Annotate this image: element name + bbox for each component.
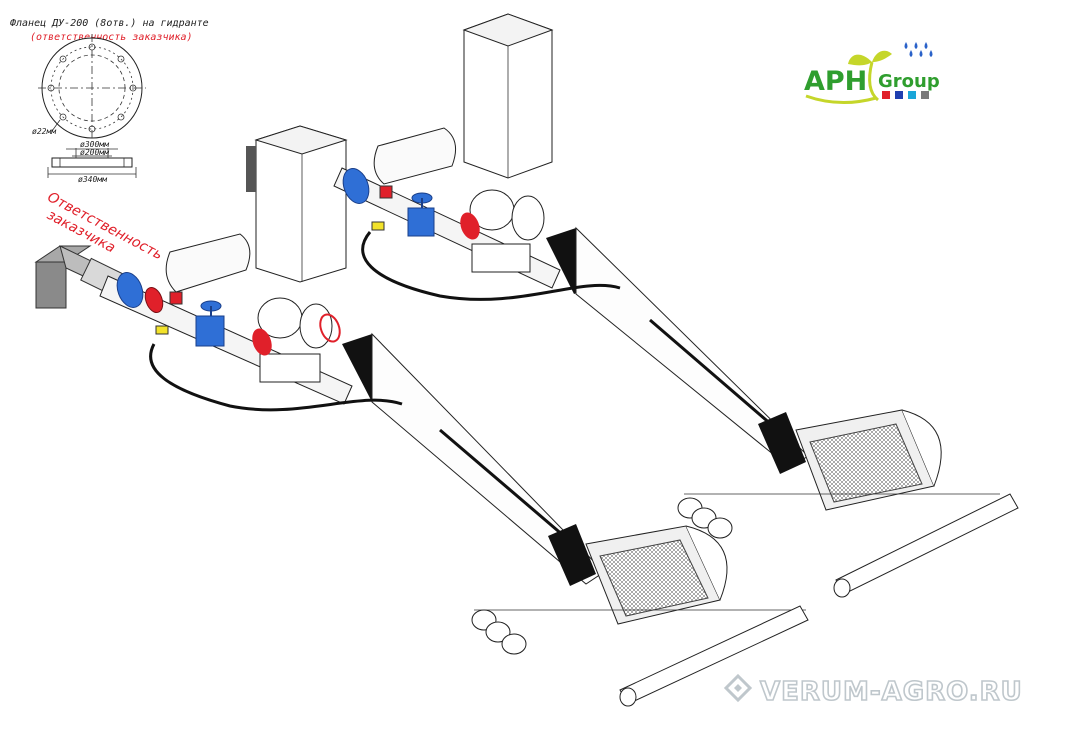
flange-dim-340: ø340мм: [78, 175, 108, 184]
blue-flange-valve-2: [342, 168, 370, 204]
control-cabinet-1: [246, 125, 348, 283]
gate-valve-1: [195, 300, 225, 347]
aph-group-logo: APH Group: [804, 42, 940, 105]
intake-screen-2: [677, 409, 1019, 598]
gate-valve-2: [407, 192, 435, 237]
control-cabinet-2: [462, 13, 554, 179]
logo-square-cyan: [908, 91, 916, 99]
pump-unit-2: [333, 13, 1019, 598]
logo-square-blue: [895, 91, 903, 99]
suction-hose-1: [342, 332, 605, 586]
watermark-text: VERUM-AGRO.RU: [760, 677, 1023, 707]
power-cable-2: [361, 231, 621, 301]
flange-dim-200: ø200мм: [80, 148, 110, 157]
verum-agro-watermark: VERUM-AGRO.RU: [723, 673, 1023, 708]
sensor-block-1: [155, 291, 183, 335]
flange-subtitle: (ответственность заказчика): [30, 32, 193, 43]
diamond-logo-icon: [723, 673, 753, 703]
logo-square-grey: [921, 91, 929, 99]
logo-suffix: Group: [878, 71, 940, 92]
water-drops-icon: [904, 42, 933, 57]
flange-front-view: [38, 34, 146, 142]
pump-1: [252, 297, 341, 383]
suction-hose-2: [546, 226, 809, 474]
intake-screen-1: [471, 525, 809, 707]
flange-dim-300: ø300мм: [80, 140, 110, 149]
sensor-block-2: [371, 185, 393, 231]
logo-brand: APH: [804, 66, 867, 97]
logo-square-red: [882, 91, 890, 99]
pump-2: [460, 189, 545, 273]
flange-hole-dim: ø22мм: [32, 127, 57, 136]
flange-title: Фланец ДУ-200 (8отв.) на гидранте: [10, 18, 209, 29]
pump-unit-1: [99, 125, 809, 707]
flange-detail: Фланец ДУ-200 (8отв.) на гидранте (ответ…: [10, 18, 209, 184]
flange-side-view: [47, 148, 137, 178]
power-cable-1: [149, 343, 403, 412]
blue-flange-valve-1: [116, 272, 164, 314]
